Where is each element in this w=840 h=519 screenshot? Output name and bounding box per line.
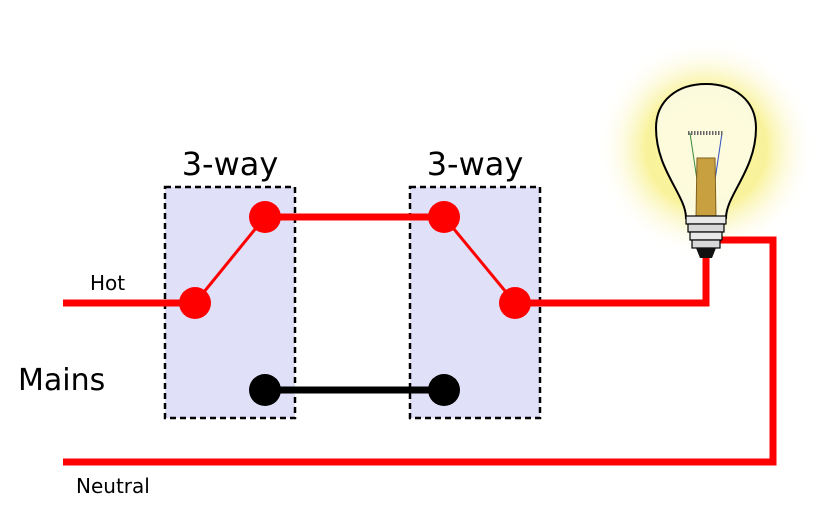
hot-label: Hot: [90, 271, 125, 295]
light-bulb-icon: [654, 82, 758, 258]
terminal-right-common: [499, 287, 531, 319]
mains-label: Mains: [18, 363, 105, 398]
switch-label-right: 3-way: [427, 145, 524, 183]
terminal-left-top: [249, 201, 281, 233]
switch-label-left: 3-way: [182, 145, 279, 183]
neutral-label: Neutral: [76, 474, 150, 498]
terminal-left-bottom: [249, 374, 281, 406]
terminal-right-bottom: [428, 374, 460, 406]
terminal-right-top: [428, 201, 460, 233]
neutral-wire: [63, 236, 777, 466]
switched-hot-wire: [515, 258, 710, 307]
switch-lever-right: [442, 216, 517, 304]
terminal-left-common: [179, 287, 211, 319]
switch-lever-left: [193, 216, 267, 304]
